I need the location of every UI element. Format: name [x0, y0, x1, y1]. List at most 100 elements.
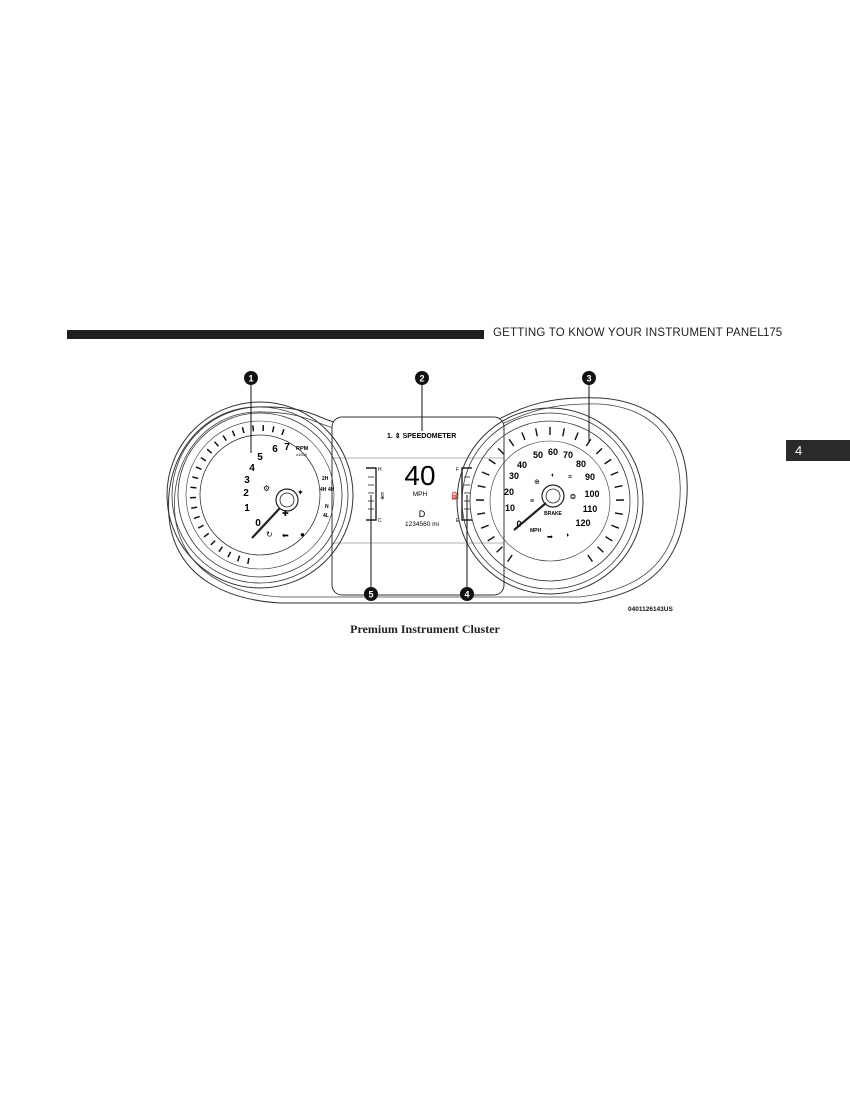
gauge-tick — [477, 485, 486, 489]
gauge-tick — [595, 447, 603, 455]
drive-mode-label: 4H — [328, 487, 335, 493]
gauge-tick — [222, 435, 227, 442]
gauge-tick — [605, 536, 613, 542]
callout-4: 4 — [460, 495, 474, 601]
gauge-tick — [497, 447, 505, 455]
foglight-icon: ◑ — [565, 532, 569, 539]
gauge-tick — [487, 536, 495, 542]
gauge-tick — [611, 524, 620, 529]
light-icon: ◐ — [551, 472, 555, 479]
tach-multiplier: x1000 — [296, 452, 308, 457]
gauge-tick — [192, 476, 199, 480]
callout-1: 1 — [244, 371, 258, 453]
speedo-number: 60 — [548, 447, 558, 457]
callout-2: 2 — [415, 371, 429, 431]
drive-mode-label: 4L — [323, 513, 329, 519]
tachometer: 0 1 2 3 4 5 6 7 RPM x1000 2H 4H 4H N 4L … — [166, 401, 354, 589]
svg-text:4: 4 — [464, 590, 469, 600]
tach-unit: RPM — [296, 446, 309, 452]
gauge-tick — [193, 515, 200, 520]
figure-caption: Premium Instrument Cluster — [350, 622, 500, 636]
gauge-tick — [597, 546, 604, 553]
gauge-tick — [236, 555, 241, 562]
tach-number: 0 — [255, 518, 261, 529]
speedo-number: 30 — [509, 471, 519, 481]
gauge-tick — [195, 466, 202, 471]
chapter-tab[interactable]: 4 — [786, 440, 850, 461]
cruise-icon: ↻ — [266, 530, 273, 539]
center-display — [331, 416, 505, 596]
temp-hot-label: H — [378, 467, 382, 473]
left-turn-icon: ⬅ — [282, 531, 289, 540]
display-gear: D — [419, 509, 426, 519]
speedo-number: 40 — [517, 460, 527, 470]
high-beam-icon: ≡ — [530, 498, 534, 505]
gauge-tick — [562, 428, 566, 437]
gauge-tick — [231, 430, 236, 437]
svg-text:3: 3 — [586, 374, 591, 384]
airbag-icon: ✚ — [282, 509, 289, 518]
tach-number: 2 — [243, 488, 249, 499]
gauge-tick — [203, 532, 210, 538]
header-rule — [67, 330, 484, 339]
headlight-icon: ⊕ — [534, 479, 540, 486]
speedo-number: 110 — [583, 504, 598, 514]
speedo-number: 120 — [575, 518, 590, 528]
gauge-tick — [585, 438, 592, 447]
speedo-number: 20 — [504, 487, 514, 497]
tach-number: 1 — [244, 503, 250, 514]
tach-number: 6 — [272, 444, 278, 455]
gauge-tick — [247, 557, 250, 565]
display-menu-title: 1. ⇕ SPEEDOMETER — [387, 432, 456, 440]
drive-mode-label: 2H — [322, 476, 329, 482]
speedo-number: 70 — [563, 450, 573, 460]
tach-needle — [251, 507, 281, 539]
speedo-number: 50 — [533, 450, 543, 460]
speedo-needle — [513, 502, 547, 531]
display-odometer: 1234560 mi — [405, 521, 439, 528]
temp-cold-label: C — [378, 518, 382, 524]
speedo-number: 100 — [584, 489, 599, 499]
drive-mode-label: 4H — [320, 487, 327, 493]
gauge-tick — [508, 438, 515, 447]
speedo-unit: MPH — [530, 528, 542, 534]
gauge-tick — [534, 428, 538, 437]
gauge-tick — [190, 486, 197, 489]
instrument-cluster-figure: 1. ⇕ SPEEDOMETER 40 MPH D 1234560 mi H C… — [160, 365, 700, 620]
gauge-tick — [214, 441, 220, 447]
gauge-tick — [200, 456, 207, 462]
gauge-tick — [218, 546, 224, 553]
tach-number: 3 — [244, 475, 250, 486]
gauge-tick — [197, 524, 204, 529]
speedo-number: 0 — [516, 519, 521, 529]
gauge-tick — [614, 512, 623, 516]
display-speed-unit: MPH — [413, 491, 428, 498]
figure-code: 0401126143US — [628, 606, 673, 613]
gauge-tick — [506, 554, 513, 563]
callout-3: 3 — [582, 371, 596, 441]
gauge-tick — [206, 448, 213, 454]
speedo-number: 10 — [505, 503, 515, 513]
speedo-number: 80 — [576, 459, 586, 469]
running-header: GETTING TO KNOW YOUR INSTRUMENT PANEL — [493, 327, 764, 339]
gauge-tick — [191, 506, 198, 509]
gauge-tick — [496, 546, 503, 553]
gauge-tick — [271, 426, 275, 433]
callout-5: 5 — [364, 495, 378, 601]
gauge-tick — [604, 458, 612, 465]
traction-icon: ⌗ — [568, 474, 572, 481]
engine-warning-icon: ⚙ — [263, 484, 270, 493]
svg-text:2: 2 — [419, 374, 424, 384]
page-number: 175 — [763, 327, 783, 339]
right-turn-icon: ➡ — [547, 534, 553, 541]
drive-mode-label: N — [325, 504, 329, 510]
gauge-tick — [210, 540, 216, 546]
coolant-temp-icon: 🌡 — [378, 492, 387, 500]
speedo-hub — [541, 484, 565, 508]
tach-hub — [275, 488, 299, 512]
seatbelt-icon: ✦ — [297, 488, 304, 497]
fuel-full-label: F — [456, 467, 459, 473]
gauge-tick — [480, 524, 489, 529]
display-speed: 40 — [404, 460, 435, 491]
brake-label: BRAKE — [544, 511, 562, 517]
